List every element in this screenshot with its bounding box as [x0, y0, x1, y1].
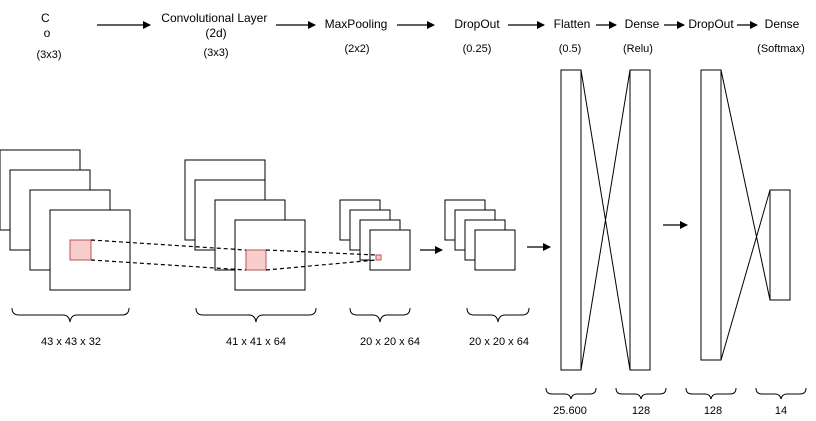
dim-dropout2: 128	[704, 405, 722, 417]
flatten-title: Flatten	[554, 17, 591, 31]
conv1-title: C o	[41, 11, 53, 40]
conv1-kernel: (3x3)	[36, 49, 61, 61]
maxpool-size: (2x2)	[344, 43, 369, 55]
conv2-kernel: (3x3)	[203, 47, 228, 59]
maxpool-kernel-patch	[375, 254, 382, 261]
dense2-vector	[769, 189, 791, 301]
dense2-title: Dense	[765, 17, 800, 31]
dropout2-vector	[700, 69, 722, 361]
flatten-dense-block	[560, 69, 651, 371]
conv2-kernel-patch	[245, 249, 267, 271]
dropout-dense-block	[700, 69, 791, 361]
maxpool-title: MaxPooling	[325, 17, 388, 31]
dim-dropout: 20 x 20 x 64	[469, 336, 529, 348]
flatten-vector	[560, 69, 582, 371]
dim-maxpool: 20 x 20 x 64	[360, 336, 420, 348]
dense1-title: Dense	[625, 17, 660, 31]
conv2-feature-maps	[184, 159, 306, 291]
dense1-activation: (Relu)	[623, 43, 653, 55]
dropout2-title: DropOut	[688, 17, 734, 31]
dim-dense1: 128	[632, 405, 650, 417]
dropout-feature-maps	[444, 199, 516, 271]
dropout1-rate: (0.25)	[463, 43, 492, 55]
conv2-title: Convolutional Layer (2d)	[161, 11, 270, 40]
dense2-activation: (Softmax)	[757, 43, 805, 55]
maxpool-feature-maps	[339, 199, 411, 271]
dim-conv2: 41 x 41 x 64	[226, 336, 286, 348]
conv1-kernel-patch	[69, 239, 92, 261]
dropout1-title: DropOut	[454, 17, 500, 31]
dim-dense2: 14	[775, 405, 787, 417]
dense1-vector	[629, 69, 651, 371]
flatten-rate: (0.5)	[559, 43, 582, 55]
dim-conv1: 43 x 43 x 32	[41, 336, 101, 348]
receptive-field-lines	[90, 239, 377, 271]
dimension-braces	[11, 307, 807, 400]
conv1-feature-maps	[0, 149, 131, 291]
dim-flatten: 25.600	[553, 405, 587, 417]
